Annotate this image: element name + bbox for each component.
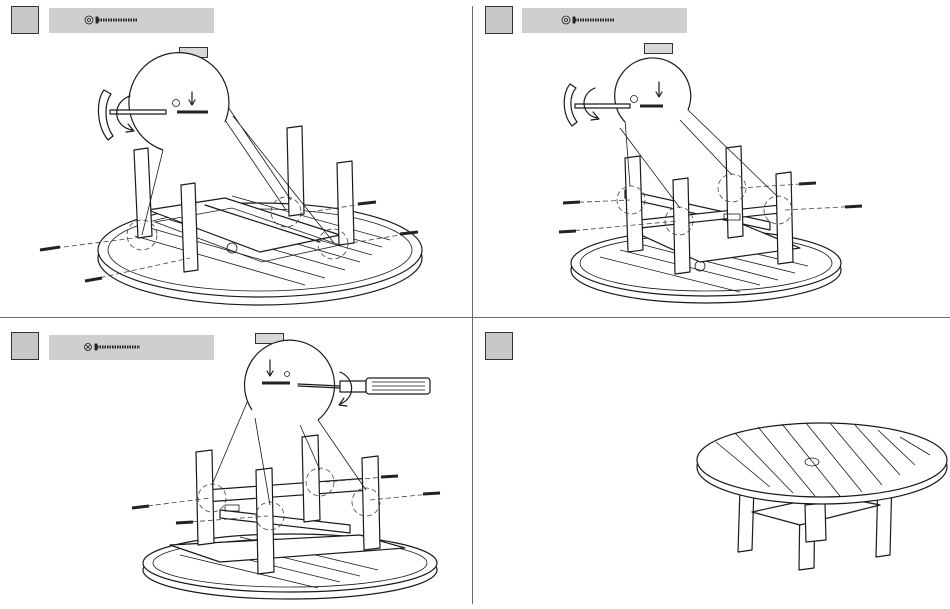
- step-2-hardware-icon: [562, 16, 615, 24]
- step-2-drawing: [559, 58, 862, 303]
- washer-icon: [562, 16, 570, 24]
- screw-icon: [85, 344, 141, 351]
- step-1-drawing: [40, 53, 422, 305]
- screw-icon: [132, 476, 440, 523]
- washer-icon: [85, 16, 93, 24]
- step-3-drawing: [132, 340, 440, 599]
- bolt-icon: [96, 17, 138, 23]
- step-4-drawing: [697, 423, 947, 570]
- step-3-hardware-icon: [85, 344, 141, 351]
- bolt-icon: [573, 17, 615, 23]
- step-1-hardware-icon: [85, 16, 138, 24]
